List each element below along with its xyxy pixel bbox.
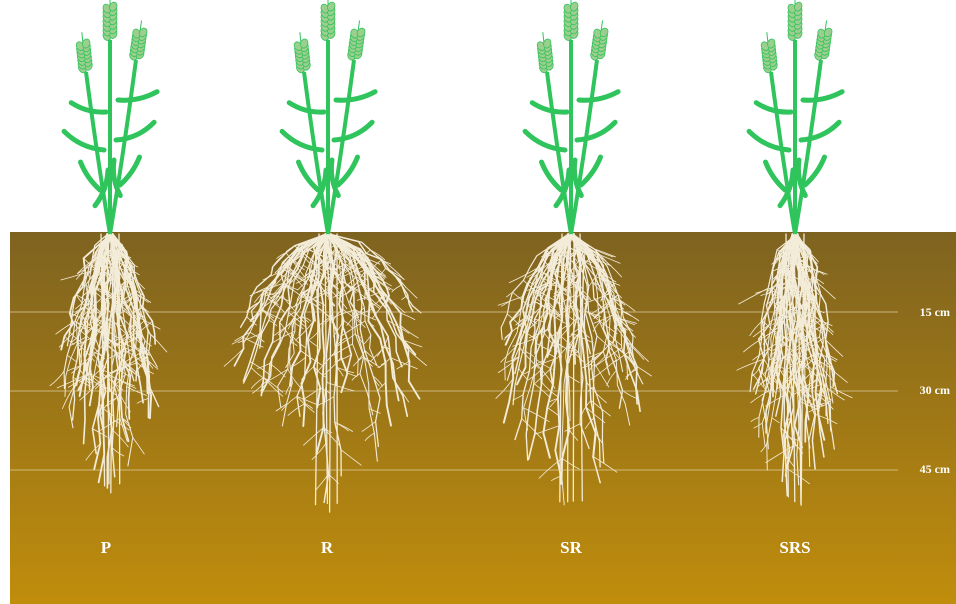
wheat-spike [102,0,119,42]
plant-label-p: P [46,538,166,558]
depth-label-15: 15 cm [920,305,950,320]
wheat-spike [787,0,804,42]
plant-label-sr: SR [511,538,631,558]
depth-label-30: 30 cm [920,383,950,398]
depth-label-45: 45 cm [920,462,950,477]
wheat-spike [320,0,337,42]
wheat-spike [563,0,580,42]
plant-label-srs: SRS [735,538,855,558]
plant-label-r: R [267,538,387,558]
